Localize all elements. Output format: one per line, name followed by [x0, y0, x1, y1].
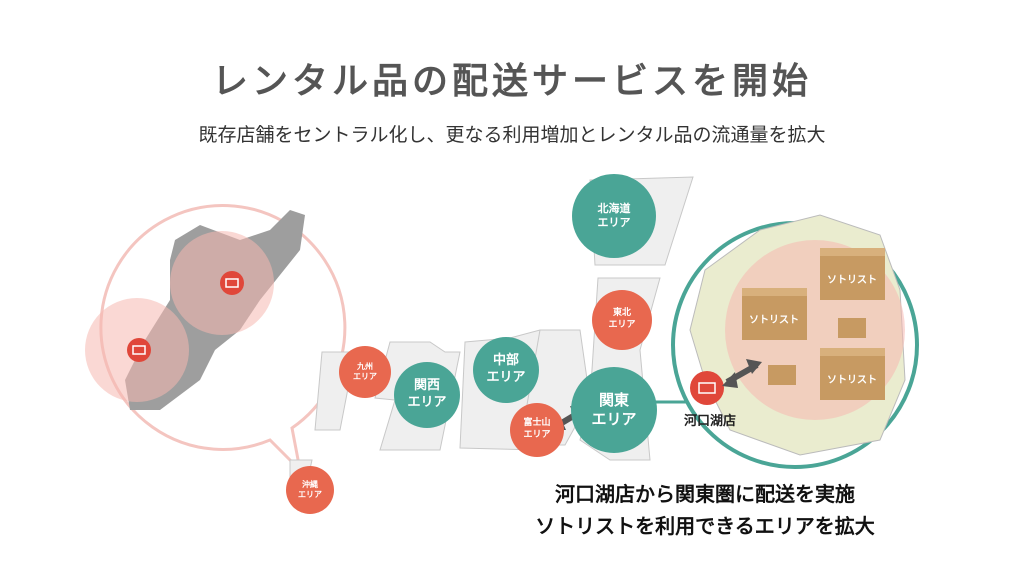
area-fujisan: 富士山エリア	[510, 403, 564, 457]
area-tohoku: 東北エリア	[592, 290, 652, 350]
store-icon	[690, 371, 724, 405]
area-okinawa: 沖縄エリア	[286, 466, 334, 514]
slide-title: レンタル品の配送サービスを開始	[211, 61, 812, 102]
box-label: ソトリスト	[827, 374, 877, 386]
caption-line-2: ソトリストを利用できるエリアを拡大	[535, 514, 875, 538]
area-kansai: 関西エリア	[394, 362, 460, 428]
double-arrow-icon	[722, 359, 762, 388]
area-chubu: 中部エリア	[473, 337, 539, 403]
store-icon	[220, 271, 244, 295]
area-kyushu: 九州エリア	[339, 346, 391, 398]
caption-line-1: 河口湖店から関東圏に配送を実施	[555, 482, 855, 506]
area-kanto: 関東エリア	[571, 367, 657, 453]
slide-subtitle: 既存店舗をセントラル化し、更なる利用増加とレンタル品の流通量を拡大	[198, 124, 826, 146]
box-label: ソトリスト	[749, 314, 799, 326]
area-hokkaido: 北海道エリア	[572, 174, 656, 258]
store-icon	[127, 338, 151, 362]
box-label: ソトリスト	[827, 274, 877, 286]
sotolist-box	[742, 248, 885, 400]
okinawa-callout	[85, 203, 347, 475]
kanto-callout: ソトリスト ソトリスト ソトリスト	[650, 214, 919, 469]
store-label: 河口湖店	[684, 414, 737, 429]
